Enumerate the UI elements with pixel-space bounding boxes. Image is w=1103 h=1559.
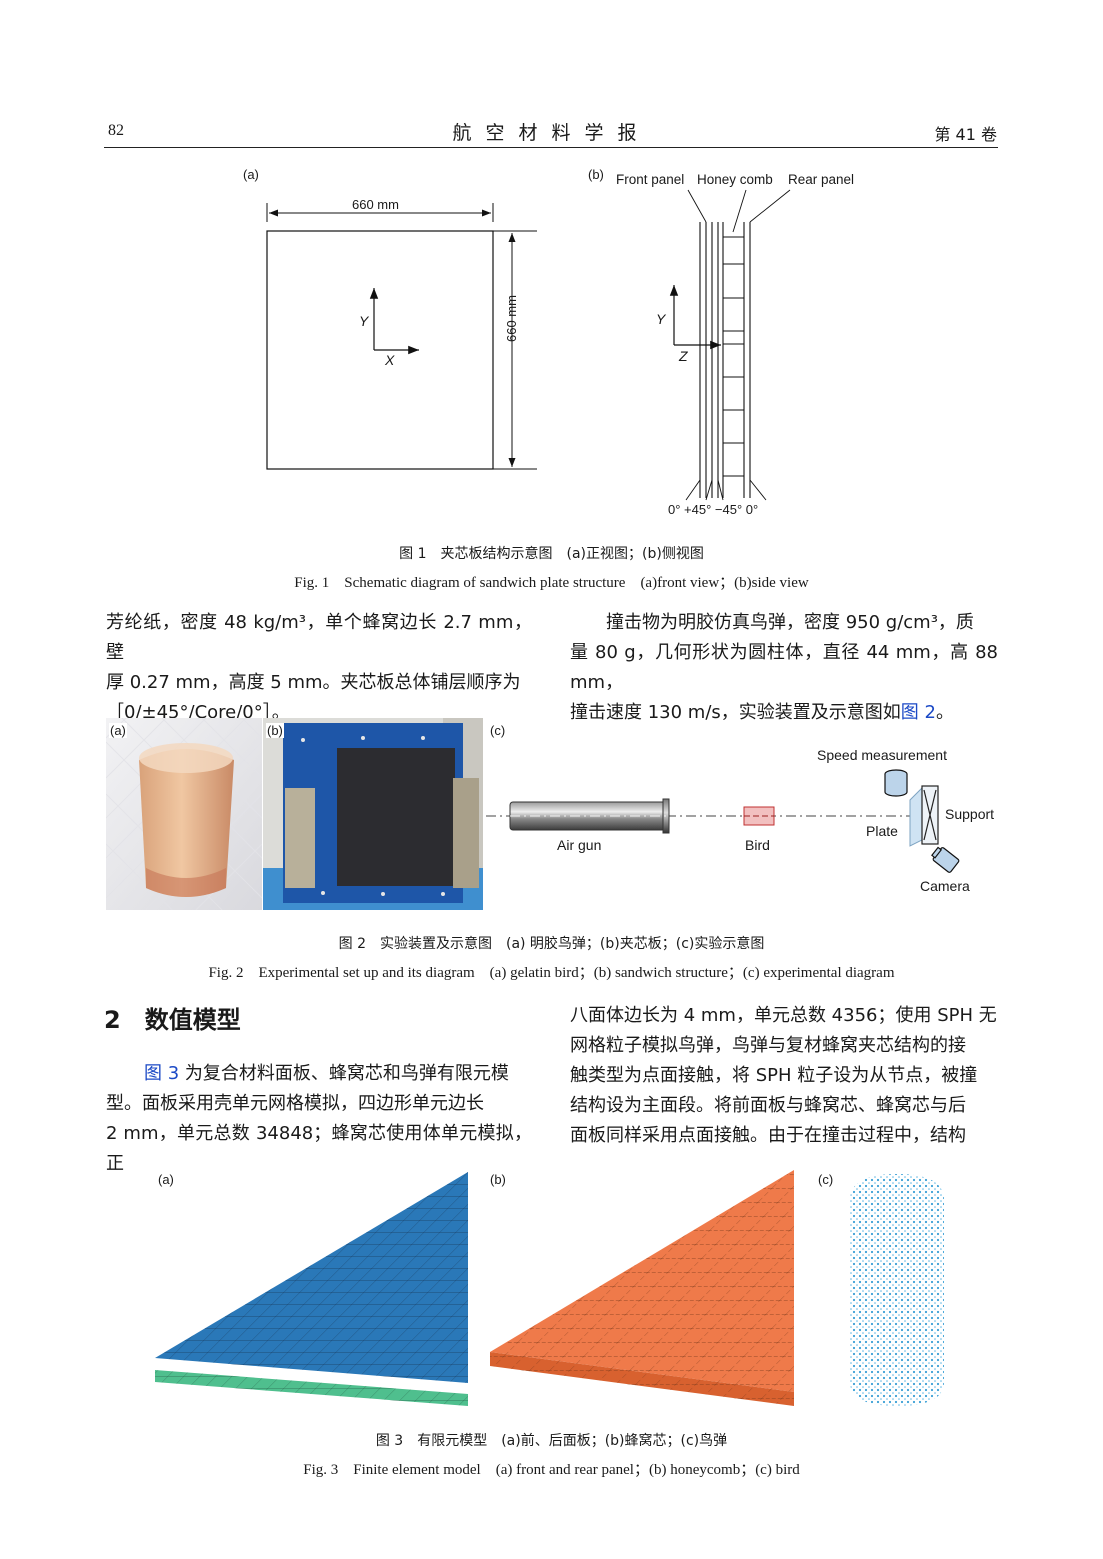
fig2-reference-link[interactable]: 图 2 (900, 702, 936, 723)
text-right-column-1: 撞击物为明胶仿真鸟弹，密度 950 g/cm³，质 量 80 g，几何形状为圆柱… (570, 608, 998, 728)
axis-x-label: X (385, 352, 395, 368)
paragraph-line: 厚 0.27 mm，高度 5 mm。夹芯板总体铺层顺序为 (106, 672, 521, 693)
paragraph-line: 结构设为主面段。将前面板与蜂窝芯、蜂窝芯与后 (570, 1095, 966, 1116)
fig1-caption-en: Fig. 1 Schematic diagram of sandwich pla… (294, 575, 809, 591)
fig2-label-a: (a) (109, 723, 127, 738)
ply-leader-lines (685, 479, 767, 501)
width-dimension-label: 660 mm (352, 197, 399, 212)
paragraph-text: 撞击速度 130 m/s，实验装置及示意图如 (570, 702, 901, 723)
text-left-column-2: 图 3 为复合材料面板、蜂窝芯和鸟弹有限元模 型。面板采用壳单元网格模拟，四边形… (106, 1059, 532, 1179)
air-gun-label: Air gun (557, 837, 602, 853)
fig3-caption-cn: 图 3 有限元模型 (a)前、后面板；(b)蜂窝芯；(c)鸟弹 (375, 1433, 728, 1449)
paragraph-line: 触类型为点面接触，将 SPH 粒子设为从节点，被撞 (570, 1065, 978, 1086)
text-left-column-1: 芳纶纸，密度 48 kg/m³，单个蜂窝边长 2.7 mm，壁 厚 0.27 m… (106, 608, 532, 728)
paragraph-line: 型。面板采用壳单元网格模拟，四边形单元边长 (106, 1093, 484, 1114)
layer-leader-lines (687, 189, 791, 233)
fig3-label-b: (b) (490, 1172, 506, 1187)
fig2-caption-cn: 图 2 实验装置及示意图 (a) 明胶鸟弹；(b)夹芯板；(c)实验示意图 (338, 936, 765, 952)
plate-label: Plate (866, 823, 898, 839)
section-heading: 2 数值模型 (104, 1006, 241, 1034)
bird-label: Bird (745, 837, 770, 853)
side-view-layers (699, 222, 751, 498)
fig2-label-b: (b) (266, 723, 284, 738)
speed-sensor-icon (884, 769, 908, 797)
paragraph-line: 面板同样采用点面接触。由于在撞击过程中，结构 (570, 1125, 966, 1146)
volume-label: 第 41 卷 (934, 125, 997, 144)
axis-y-label: Y (359, 313, 369, 329)
front-view-square (266, 230, 494, 470)
paragraph-text: 。 (935, 702, 954, 723)
fig3-caption-en: Fig. 3 Finite element model (a) front an… (303, 1462, 800, 1478)
fig2-caption-en: Fig. 2 Experimental set up and its diagr… (208, 965, 895, 981)
paragraph-line: 量 80 g，几何形状为圆柱体，直径 44 mm，高 88 mm， (570, 642, 998, 693)
fig1-label-a: (a) (243, 167, 259, 182)
label-honeycomb: Honey comb (697, 172, 773, 187)
support-label: Support (945, 806, 995, 822)
camera-icon (931, 846, 960, 873)
paragraph-line: 2 mm，单元总数 34848；蜂窝芯使用体单元模拟，正 (106, 1123, 532, 1174)
sandwich-structure-photo (263, 718, 483, 910)
fig3-label-c: (c) (818, 1172, 834, 1187)
bird-particles (850, 1174, 944, 1406)
figure1-drawing (266, 189, 791, 501)
paragraph-line: 芳纶纸，密度 48 kg/m³，单个蜂窝边长 2.7 mm，壁 (106, 612, 532, 663)
gelatin-bird-photo (106, 718, 262, 910)
experimental-diagram (486, 769, 960, 873)
honeycomb-cells (723, 236, 744, 477)
page-number: 82 (108, 122, 124, 139)
ply-angle-labels: 0° +45° −45° 0° (668, 502, 759, 517)
side-axis-y-label: Y (656, 311, 666, 327)
journal-title: 航空材料学报 (452, 122, 651, 144)
label-rear-panel: Rear panel (788, 172, 855, 187)
paragraph-line: 图 3 为复合材料面板、蜂窝芯和鸟弹有限元模 (106, 1059, 532, 1089)
fig3-reference-link[interactable]: 图 3 (144, 1063, 180, 1084)
fig2-label-c: (c) (490, 723, 506, 738)
axis-z-label: Z (679, 348, 688, 364)
fig1-caption-cn: 图 1 夹芯板结构示意图 (a)正视图；(b)侧视图 (399, 546, 704, 562)
speed-measurement-label: Speed measurement (817, 747, 947, 763)
paragraph-line: 撞击物为明胶仿真鸟弹，密度 950 g/cm³，质 (606, 612, 974, 633)
text-right-column-2: 八面体边长为 4 mm，单元总数 4356；使用 SPH 无 网格粒子模拟鸟弹，… (570, 1001, 998, 1151)
paragraph-line: ［0/±45°/Core/0°］。 (106, 702, 290, 723)
camera-label: Camera (920, 878, 970, 894)
fig3-label-a: (a) (158, 1172, 174, 1187)
target-plate (909, 786, 923, 847)
height-dimension-label: 660 mm (504, 295, 519, 342)
paragraph-line: 网格粒子模拟鸟弹，鸟弹与复材蜂窝夹芯结构的接 (570, 1035, 966, 1056)
header-rule (104, 147, 998, 148)
label-front-panel: Front panel (616, 172, 685, 187)
paragraph-line: 八面体边长为 4 mm，单元总数 4356；使用 SPH 无 (570, 1005, 997, 1026)
paragraph-text: 为复合材料面板、蜂窝芯和鸟弹有限元模 (179, 1063, 509, 1084)
fig1-label-b: (b) (588, 167, 604, 182)
paragraph-line: 撞击速度 130 m/s，实验装置及示意图如图 2。 (570, 698, 998, 728)
figure3-models (155, 1170, 944, 1406)
